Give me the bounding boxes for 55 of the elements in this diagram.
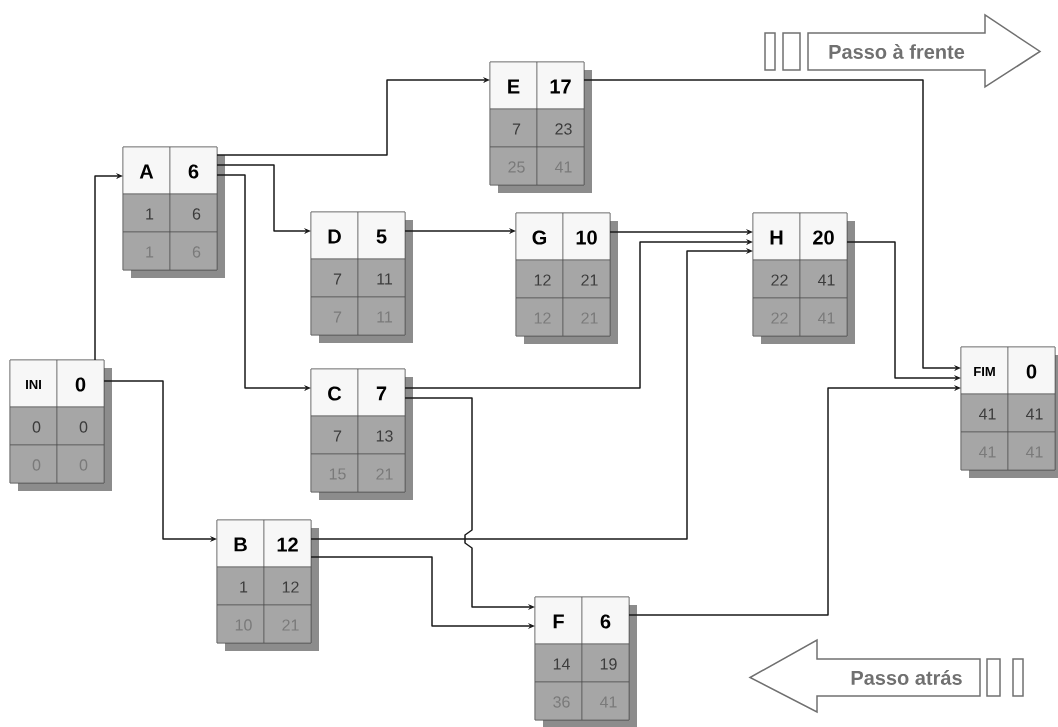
- table-cell: 19: [581, 643, 630, 683]
- table-cell: 10: [562, 212, 611, 261]
- table-cell: 41: [960, 393, 1009, 433]
- activity-box: [489, 61, 592, 193]
- table-cell: 5: [357, 211, 406, 260]
- activity-box: [960, 346, 1058, 478]
- table-cell: 7: [489, 108, 538, 148]
- table-cell: 21: [562, 259, 611, 299]
- table-cell: FIM: [960, 346, 1009, 395]
- table-cell: 0: [1007, 346, 1056, 395]
- table-cell: B: [216, 519, 265, 568]
- table-cell: 41: [799, 259, 848, 299]
- table-cell: A: [122, 146, 171, 195]
- table-cell: 23: [536, 108, 585, 148]
- activity-box: [9, 359, 112, 491]
- table-cell: 6: [169, 193, 218, 233]
- table-cell: INI: [9, 359, 58, 408]
- table-cell: E: [489, 61, 538, 110]
- table-cell: D: [310, 211, 359, 260]
- table-cell: C: [310, 368, 359, 417]
- activity-box: [310, 368, 413, 500]
- table-cell: F: [534, 596, 583, 645]
- arrow: [310, 247, 753, 540]
- table-cell: 13: [357, 415, 406, 455]
- activity-box: [122, 146, 225, 278]
- table-cell: 12: [263, 519, 312, 568]
- table-cell: 1: [216, 566, 265, 606]
- arrow: [94, 172, 123, 361]
- table-cell: 20: [799, 212, 848, 261]
- arrow: [216, 76, 490, 156]
- table-cell: 0: [56, 406, 105, 446]
- table-cell: G: [515, 212, 564, 261]
- table-cell: 12: [263, 566, 312, 606]
- table-cell: 22: [752, 259, 801, 299]
- table-cell: 6: [169, 146, 218, 195]
- table-cell: 12: [515, 259, 564, 299]
- table-cell: 1: [122, 193, 171, 233]
- activity-box: [310, 211, 413, 343]
- table-cell: 41: [1007, 393, 1056, 433]
- table-cell: 7: [310, 415, 359, 455]
- table-cell: 11: [357, 258, 406, 298]
- table-cell: 0: [9, 406, 58, 446]
- activity-box: [752, 212, 855, 344]
- table-cell: 17: [536, 61, 585, 110]
- table-cell: 7: [357, 368, 406, 417]
- activity-box: [216, 519, 319, 651]
- table-cell: H: [752, 212, 801, 261]
- arrow: [628, 384, 961, 616]
- table-cell: 7: [310, 258, 359, 298]
- table-cell: 0: [56, 359, 105, 408]
- arrow: [404, 238, 753, 389]
- activity-box: [515, 212, 618, 344]
- table-cell: 14: [534, 643, 583, 683]
- activity-box: [534, 596, 637, 727]
- table-cell: 6: [581, 596, 630, 645]
